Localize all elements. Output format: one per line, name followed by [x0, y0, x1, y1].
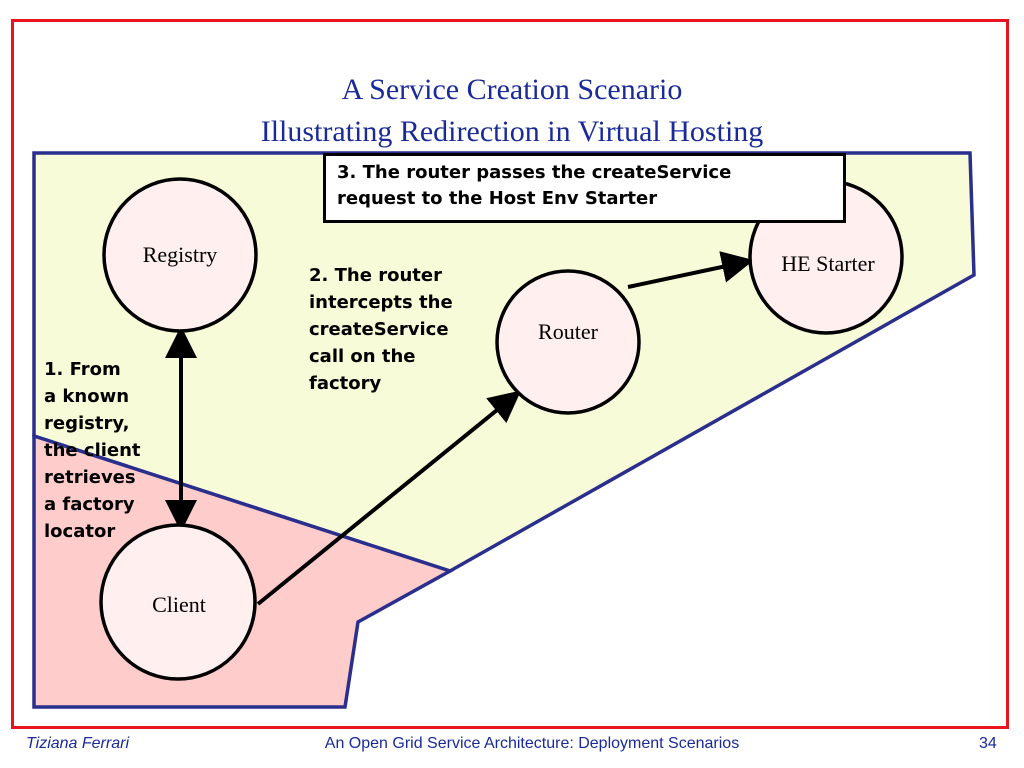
step1-annotation: 1. From a known registry, the client ret… — [44, 356, 141, 545]
client-node: Client — [99, 523, 257, 681]
step1-line: retrieves — [44, 467, 136, 488]
router-hestarter-arrow — [627, 251, 754, 289]
step2-line: call on the — [309, 346, 416, 367]
router-node: Router — [495, 269, 641, 415]
step1-line: registry, — [44, 413, 130, 434]
step3-line: request to the Host Env Starter — [337, 188, 658, 209]
step2-line: createService — [309, 319, 449, 340]
step1-line: a factory — [44, 494, 135, 515]
slide-subtitle: Illustrating Redirection in Virtual Host… — [260, 115, 764, 148]
step1-line: locator — [44, 521, 116, 542]
he-starter-label: HE Starter — [781, 251, 875, 276]
step2-annotation: 2. The router intercepts the createServi… — [309, 262, 453, 397]
step1-line: a known — [44, 386, 130, 407]
step2-line: factory — [309, 373, 382, 394]
step1-line: the client — [44, 440, 141, 461]
footer-author: Tiziana Ferrari — [26, 735, 129, 752]
client-label: Client — [152, 592, 206, 617]
step2-line: intercepts the — [309, 292, 453, 313]
step3-line: 3. The router passes the createService — [337, 162, 732, 183]
footer-talk-title: An Open Grid Service Architecture: Deplo… — [324, 735, 740, 752]
step1-line: 1. From — [44, 359, 121, 380]
step3-annotation-box: 3. The router passes the createService r… — [323, 153, 846, 223]
router-label: Router — [538, 319, 599, 344]
client-router-arrow — [256, 390, 522, 606]
step2-line: 2. The router — [309, 265, 442, 286]
registry-label: Registry — [143, 242, 218, 267]
slide-title: A Service Creation Scenario — [341, 73, 683, 106]
registry-node: Registry — [102, 177, 258, 333]
footer-page-number: 34 — [979, 735, 997, 752]
slide-frame — [11, 19, 1009, 729]
